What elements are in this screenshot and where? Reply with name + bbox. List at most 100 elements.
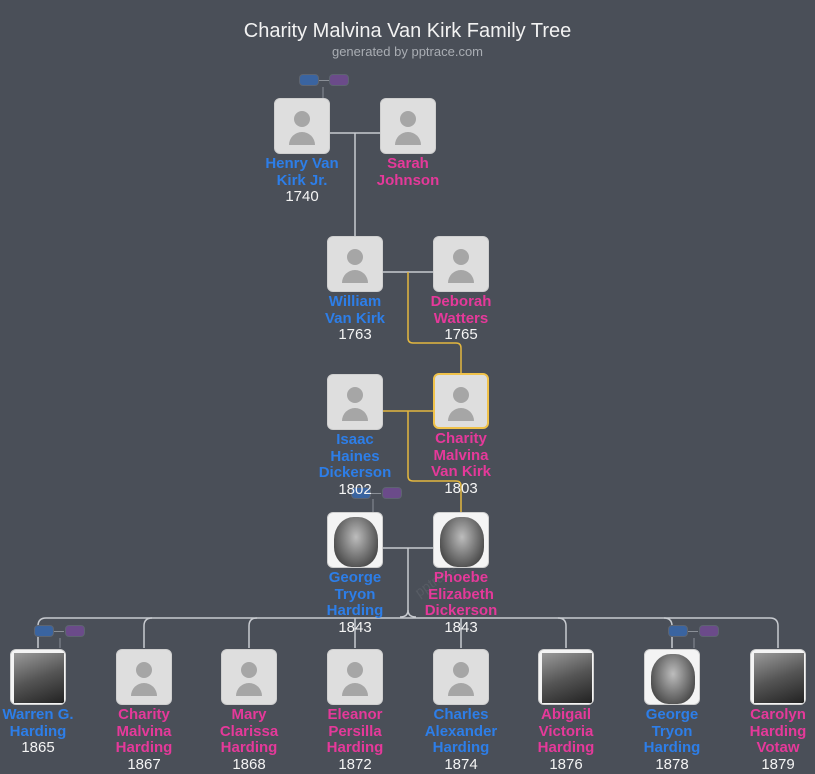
person-icon — [241, 662, 257, 678]
avatar-placeholder[interactable] — [274, 98, 330, 154]
birth-year: 1874 — [444, 755, 478, 773]
portrait-image — [14, 653, 64, 703]
name-line: George — [328, 569, 382, 586]
mother-pill[interactable] — [382, 487, 402, 499]
avatar-placeholder[interactable] — [221, 649, 277, 705]
birth-year: 1879 — [761, 755, 795, 773]
birth-year: 1868 — [232, 755, 266, 773]
person-icon-body — [289, 132, 315, 145]
birth-year: 1867 — [127, 755, 161, 773]
person-icon — [453, 249, 469, 265]
name-line: William — [328, 293, 382, 310]
birth-year: 1876 — [549, 755, 583, 773]
name-line: Victoria — [538, 722, 594, 740]
name-line: Haines — [330, 447, 380, 465]
name-line: Abigail — [540, 706, 591, 723]
page-subtitle: generated by pptrace.com — [331, 44, 484, 59]
person-icon-body — [395, 132, 421, 145]
person-icon-body — [342, 270, 368, 283]
portrait-image — [334, 517, 378, 567]
birth-year: 1803 — [444, 479, 478, 497]
name-line: Malvina — [116, 722, 172, 740]
person-icon — [347, 387, 363, 403]
avatar-placeholder[interactable] — [433, 649, 489, 705]
mother-pill[interactable] — [329, 74, 349, 86]
name-line: Charles — [433, 706, 489, 723]
name-line: Malvina — [433, 446, 489, 464]
avatar-placeholder[interactable] — [327, 374, 383, 430]
birth-year: 1843 — [338, 618, 372, 636]
birth-year: 1765 — [444, 326, 478, 343]
person-warren-g-harding[interactable]: Warren G.Harding 1865 — [0, 649, 93, 756]
name-line: Harding — [326, 602, 384, 619]
person-icon — [453, 662, 469, 678]
mother-pill[interactable] — [699, 625, 719, 637]
avatar-placeholder[interactable] — [116, 649, 172, 705]
name-line: Dickerson — [318, 464, 392, 481]
birth-year: 1763 — [338, 326, 372, 343]
birth-year: 1802 — [338, 480, 372, 498]
avatar-placeholder[interactable] — [380, 98, 436, 154]
name-line: Harding — [643, 739, 701, 756]
person-icon — [347, 662, 363, 678]
avatar-placeholder-selected[interactable] — [433, 373, 489, 429]
portrait-photo[interactable] — [10, 649, 66, 705]
person-icon — [294, 111, 310, 127]
pill-connector — [371, 493, 381, 494]
name-line: Harding — [749, 722, 807, 740]
pill-connector — [688, 631, 698, 632]
name-line: Henry Van — [265, 155, 339, 172]
father-pill[interactable] — [668, 625, 688, 637]
name-line: Harding — [115, 739, 173, 756]
name-line: Harding — [537, 739, 595, 756]
person-icon — [347, 249, 363, 265]
avatar-placeholder[interactable] — [327, 236, 383, 292]
father-pill[interactable] — [299, 74, 319, 86]
portrait-photo[interactable] — [327, 512, 383, 568]
portrait-photo[interactable] — [750, 649, 806, 705]
birth-year: 1872 — [338, 755, 372, 773]
name-line: Johnson — [376, 171, 440, 189]
pill-connector — [54, 631, 64, 632]
mother-pill[interactable] — [65, 625, 85, 637]
avatar-placeholder[interactable] — [327, 649, 383, 705]
name-line: Tryon — [651, 722, 693, 740]
portrait-photo[interactable] — [433, 512, 489, 568]
birth-year: 1843 — [444, 618, 478, 636]
name-line: Deborah — [430, 293, 492, 310]
name-line: Persilla — [328, 722, 382, 740]
portrait-photo[interactable] — [538, 649, 594, 705]
father-pill[interactable] — [34, 625, 54, 637]
person-icon-body — [448, 683, 474, 696]
name-line: Votaw — [756, 739, 800, 756]
father-pill[interactable] — [351, 487, 371, 499]
name-line: Watters — [433, 309, 489, 327]
avatar-placeholder[interactable] — [433, 236, 489, 292]
name-line: Sarah — [387, 155, 429, 172]
birth-year: 1865 — [21, 739, 55, 756]
portrait-photo[interactable] — [644, 649, 700, 705]
portrait-image — [754, 653, 804, 703]
